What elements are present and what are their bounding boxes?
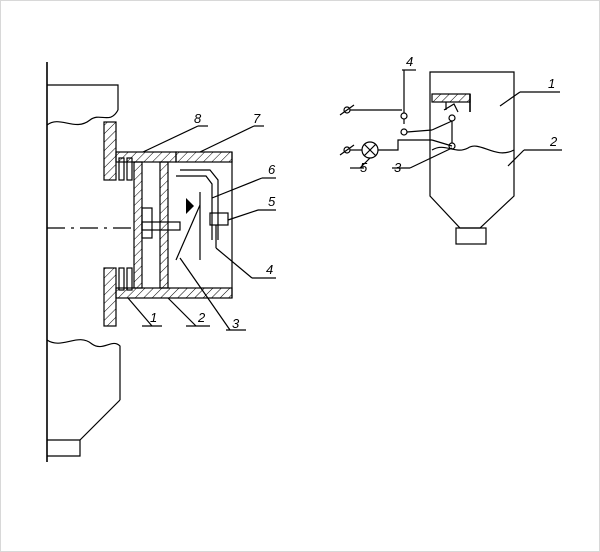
housing [115, 151, 233, 299]
left-leaders [127, 125, 276, 331]
axis-rod [47, 221, 181, 231]
label-1: 1 [150, 310, 157, 325]
membrane-plates [133, 161, 169, 289]
label-1: 1 [548, 76, 555, 91]
left-labels: 8 7 6 5 4 1 2 3 [150, 111, 276, 331]
label-4: 4 [266, 262, 273, 277]
right-leaders [350, 69, 562, 169]
label-2: 2 [549, 134, 558, 149]
right-labels: 4 1 2 5 3 [360, 54, 558, 175]
hopper-wall [46, 62, 121, 462]
label-5: 5 [360, 160, 368, 175]
label-3: 3 [394, 160, 402, 175]
label-3: 3 [232, 316, 240, 331]
label-5: 5 [268, 194, 276, 209]
silo-body [429, 71, 515, 245]
sensor-mount [431, 93, 471, 113]
contact-bracket [175, 169, 219, 261]
label-6: 6 [268, 162, 276, 177]
label-7: 7 [253, 111, 261, 126]
switch-block [209, 212, 229, 248]
label-2: 2 [197, 310, 206, 325]
circuit [339, 104, 456, 159]
right-view: 4 1 2 5 3 [339, 54, 562, 245]
left-view: 8 7 6 5 4 1 2 3 [46, 62, 276, 462]
label-8: 8 [194, 111, 202, 126]
label-4: 4 [406, 54, 413, 69]
